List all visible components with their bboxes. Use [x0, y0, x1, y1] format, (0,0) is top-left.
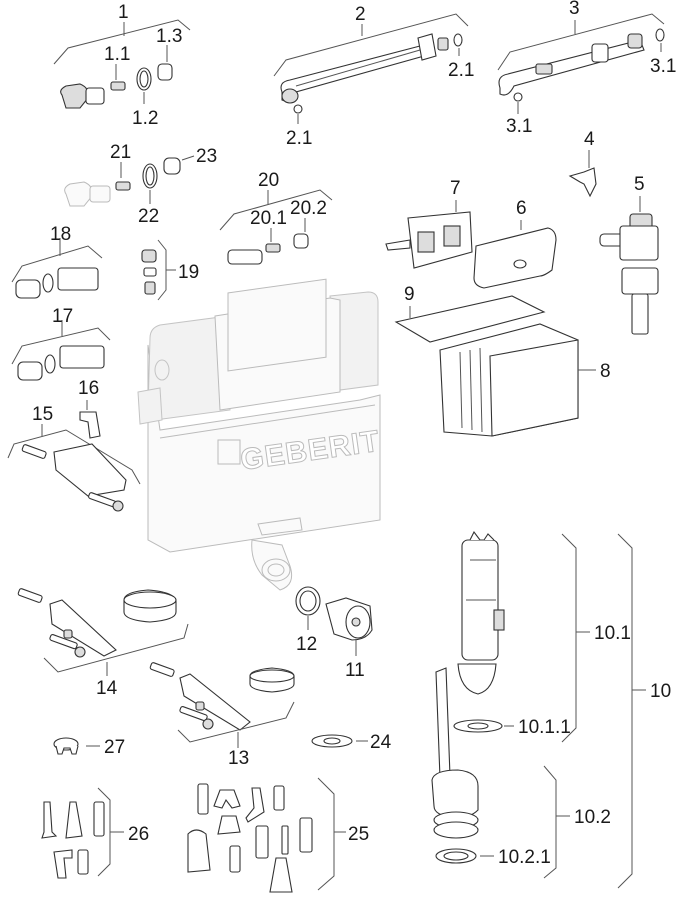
label-12: 12 [296, 634, 317, 655]
label-24: 24 [370, 732, 392, 753]
part-10-group: 10.1.1 10.2.1 10.1 10.2 10 [431, 530, 671, 889]
label-10-1: 10.1 [594, 623, 631, 644]
label-1: 1 [118, 2, 129, 23]
label-10-2: 10.2 [574, 807, 611, 828]
label-27: 27 [104, 737, 125, 758]
label-1-1: 1.1 [104, 44, 130, 65]
part-25-group: 25 [187, 777, 369, 893]
label-19: 19 [178, 262, 199, 283]
label-20-2: 20.2 [290, 198, 327, 219]
label-1-3: 1.3 [156, 26, 182, 47]
label-2-1-left: 2.1 [286, 128, 312, 149]
label-20-1: 20.1 [250, 208, 287, 229]
label-2: 2 [355, 4, 366, 25]
label-21: 21 [110, 142, 131, 163]
part-26-group: 26 [41, 787, 149, 879]
label-26: 26 [128, 824, 149, 845]
label-10-2-1: 10.2.1 [498, 847, 551, 868]
part-3-group: 3 3.1 3.1 [497, 0, 676, 137]
part-12-group: 12 [295, 586, 321, 655]
part-20-group: 20 20.1 20.2 [219, 170, 333, 265]
label-3: 3 [569, 0, 580, 19]
part-4-group: 4 [568, 129, 597, 198]
part-8-group: 8 [439, 323, 611, 437]
label-25: 25 [348, 824, 369, 845]
part-1-group: 1 1.1 1.2 1.3 [53, 2, 191, 129]
label-23: 23 [196, 146, 217, 167]
label-3-1-left: 3.1 [506, 116, 532, 137]
label-10-1-1: 10.1.1 [518, 717, 571, 738]
label-6: 6 [516, 198, 527, 219]
label-16: 16 [78, 378, 99, 399]
part-15-group: 15 [7, 404, 141, 512]
part-16-group: 16 [78, 378, 101, 439]
label-18: 18 [50, 224, 71, 245]
label-2-1-right: 2.1 [448, 60, 474, 81]
label-7: 7 [450, 178, 461, 199]
part-18-group: 18 [11, 224, 103, 299]
part-24-group: 24 [311, 732, 392, 753]
part-9-group: 9 [394, 284, 546, 343]
part-7-group: 7 [385, 178, 473, 269]
label-1-2: 1.2 [132, 108, 158, 129]
label-8: 8 [600, 361, 611, 382]
label-20: 20 [258, 170, 279, 191]
label-10: 10 [650, 681, 671, 702]
part-6-group: 6 [473, 198, 557, 289]
part-21-23-group: 21 22 23 [64, 142, 217, 227]
label-14: 14 [96, 678, 118, 699]
part-14-group: 14 [17, 588, 189, 699]
part-2-group: 2 2.1 2.1 [273, 4, 474, 149]
label-17: 17 [52, 306, 73, 327]
cistern-body: GEBERIT [137, 278, 382, 591]
label-5: 5 [634, 174, 645, 195]
label-13: 13 [228, 748, 249, 769]
part-27-group: 27 [53, 737, 125, 758]
part-17-group: 17 [11, 306, 111, 381]
part-13-group: 13 [149, 662, 295, 769]
part-19-group: 19 [141, 239, 199, 301]
label-15: 15 [32, 404, 53, 425]
label-9: 9 [404, 284, 415, 305]
label-11: 11 [345, 660, 365, 681]
part-11-group: 11 [325, 597, 373, 681]
label-4: 4 [584, 129, 595, 150]
part-5-group: 5 [599, 174, 659, 335]
label-22: 22 [138, 206, 159, 227]
label-3-1-right: 3.1 [650, 56, 676, 77]
